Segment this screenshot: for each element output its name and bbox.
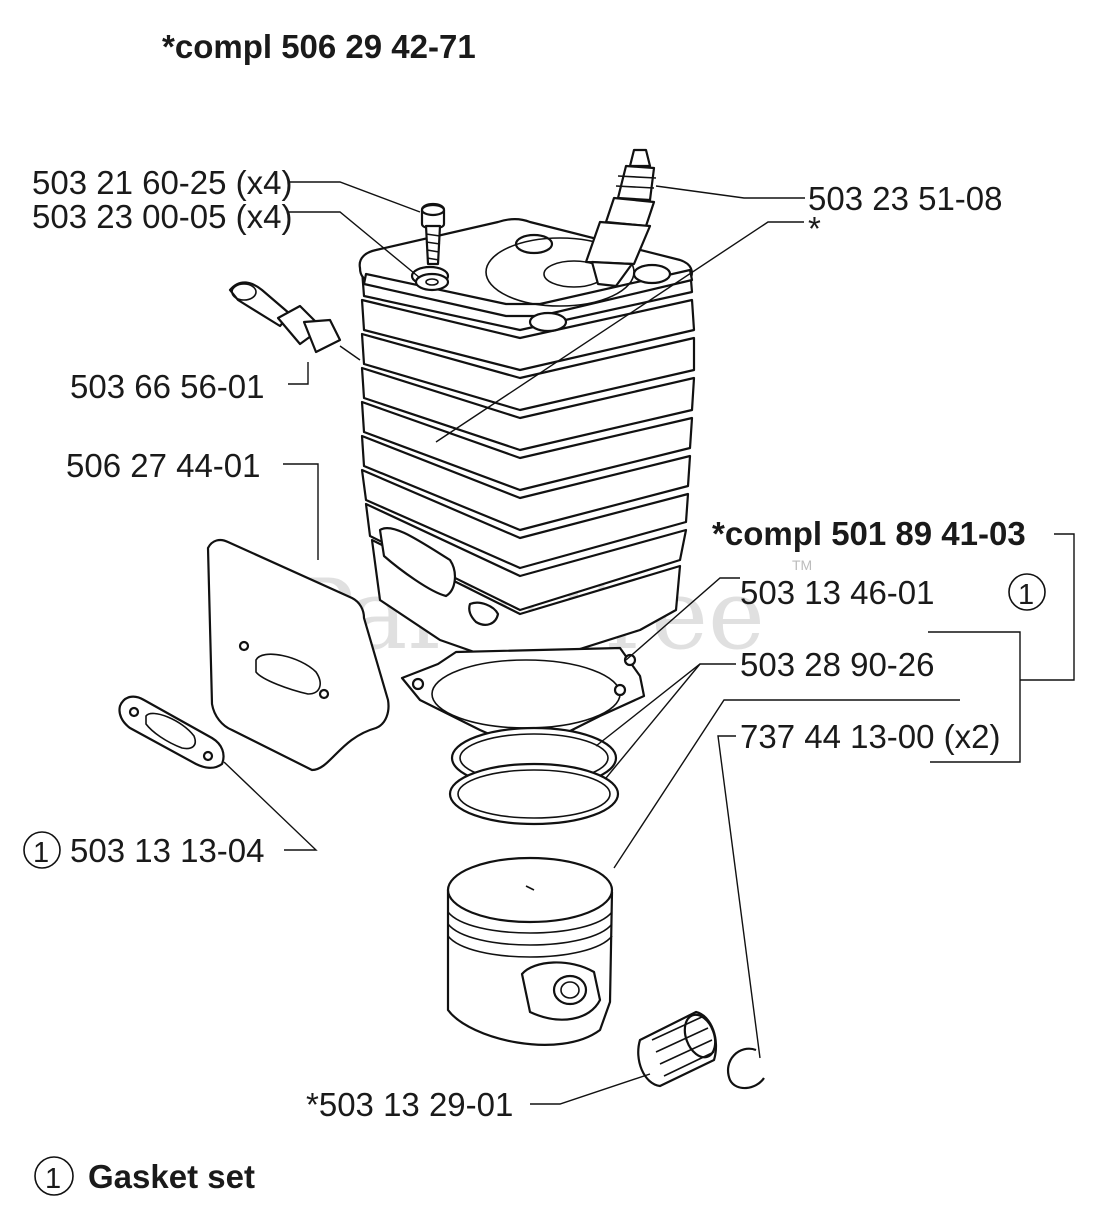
legend: 1 Gasket set	[34, 1156, 255, 1196]
watermark-tm: TM	[792, 557, 812, 573]
muffler-gasket-marker-text: 1	[33, 837, 49, 869]
legend-text: Gasket set	[88, 1158, 255, 1195]
piston-part[interactable]	[446, 856, 614, 1046]
decompression-valve-part[interactable]	[228, 281, 342, 354]
leader-lines	[223, 181, 1075, 1105]
sub-assembly-marker: 1	[1008, 573, 1046, 611]
screw-part[interactable]	[420, 202, 446, 266]
legend-marker: 1	[45, 1163, 61, 1195]
label-cylinder-gasket[interactable]: 503 13 46-01	[740, 574, 935, 611]
needle-bearing-part[interactable]	[637, 1010, 720, 1088]
cylinder-part[interactable]	[358, 217, 696, 670]
washer-part[interactable]	[414, 272, 450, 292]
label-circlip[interactable]: 737 44 13-00 (x2)	[740, 718, 1001, 755]
heat-shield-part[interactable]	[206, 538, 390, 772]
piston-rings-part[interactable]	[448, 726, 620, 826]
label-screw[interactable]: 503 21 60-25 (x4)	[32, 164, 293, 201]
cylinder-gasket-part[interactable]	[400, 646, 646, 748]
label-decompression-valve[interactable]: 503 66 56-01	[70, 368, 265, 405]
sub-assembly-marker-text: 1	[1018, 579, 1034, 611]
label-needle-bearing[interactable]: *503 13 29-01	[306, 1086, 513, 1123]
muffler-gasket-part[interactable]	[118, 695, 225, 769]
assembly-label[interactable]: *compl 506 29 42-71	[162, 28, 476, 65]
label-spark-plug[interactable]: 503 23 51-08	[808, 180, 1003, 217]
circlip-part[interactable]	[727, 1047, 765, 1090]
muffler-gasket-marker: 1	[23, 831, 61, 869]
label-spark-plug-note: *	[808, 210, 821, 247]
label-sub-assembly[interactable]: *compl 501 89 41-03	[712, 515, 1026, 552]
label-muffler-gasket[interactable]: 503 13 13-04	[70, 832, 265, 869]
label-heat-shield[interactable]: 506 27 44-01	[66, 447, 261, 484]
label-washer[interactable]: 503 23 00-05 (x4)	[32, 198, 293, 235]
spark-plug-part[interactable]	[584, 148, 657, 288]
label-piston-rings[interactable]: 503 28 90-26	[740, 646, 935, 683]
